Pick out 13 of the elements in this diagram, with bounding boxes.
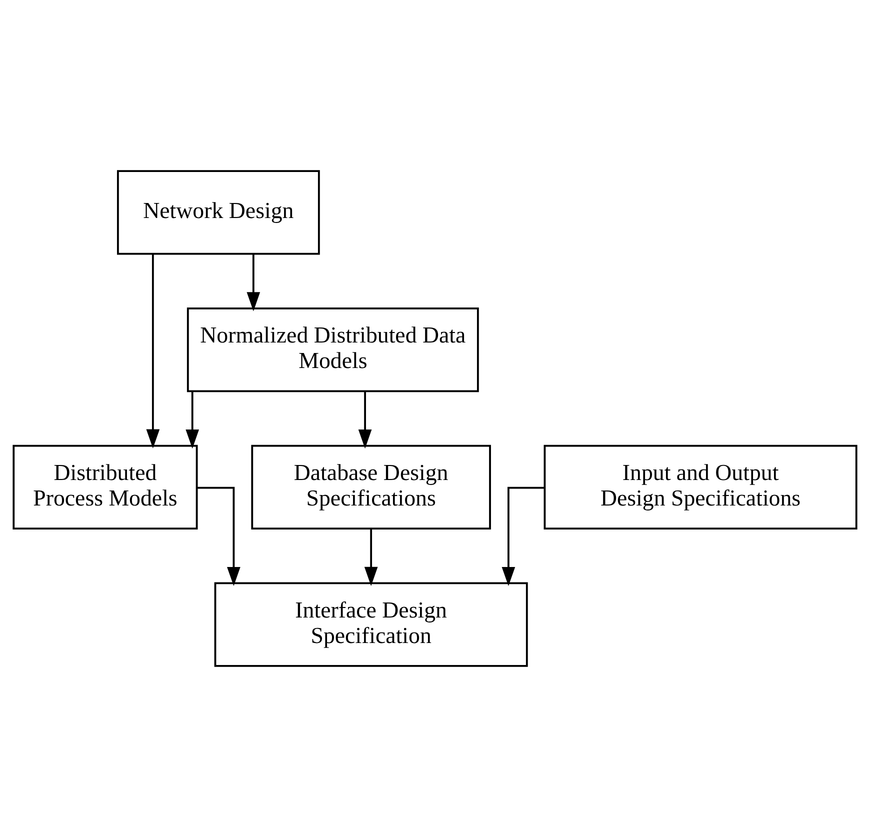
arrow <box>246 254 260 312</box>
node-box: Input and Output Design Specifications <box>544 444 858 530</box>
node-box: Network Design <box>117 170 320 255</box>
arrow <box>502 486 545 586</box>
arrow <box>146 254 160 448</box>
node-box: Database Design Specifications <box>251 444 491 530</box>
node-box: Interface Design Specification <box>214 582 528 667</box>
arrow <box>364 528 378 586</box>
node-box: Distributed Process Models <box>12 444 198 530</box>
node-box: Normalized Distributed Data Models <box>186 308 479 392</box>
arrow <box>358 391 372 449</box>
arrow <box>186 391 200 449</box>
arrow <box>196 486 240 586</box>
